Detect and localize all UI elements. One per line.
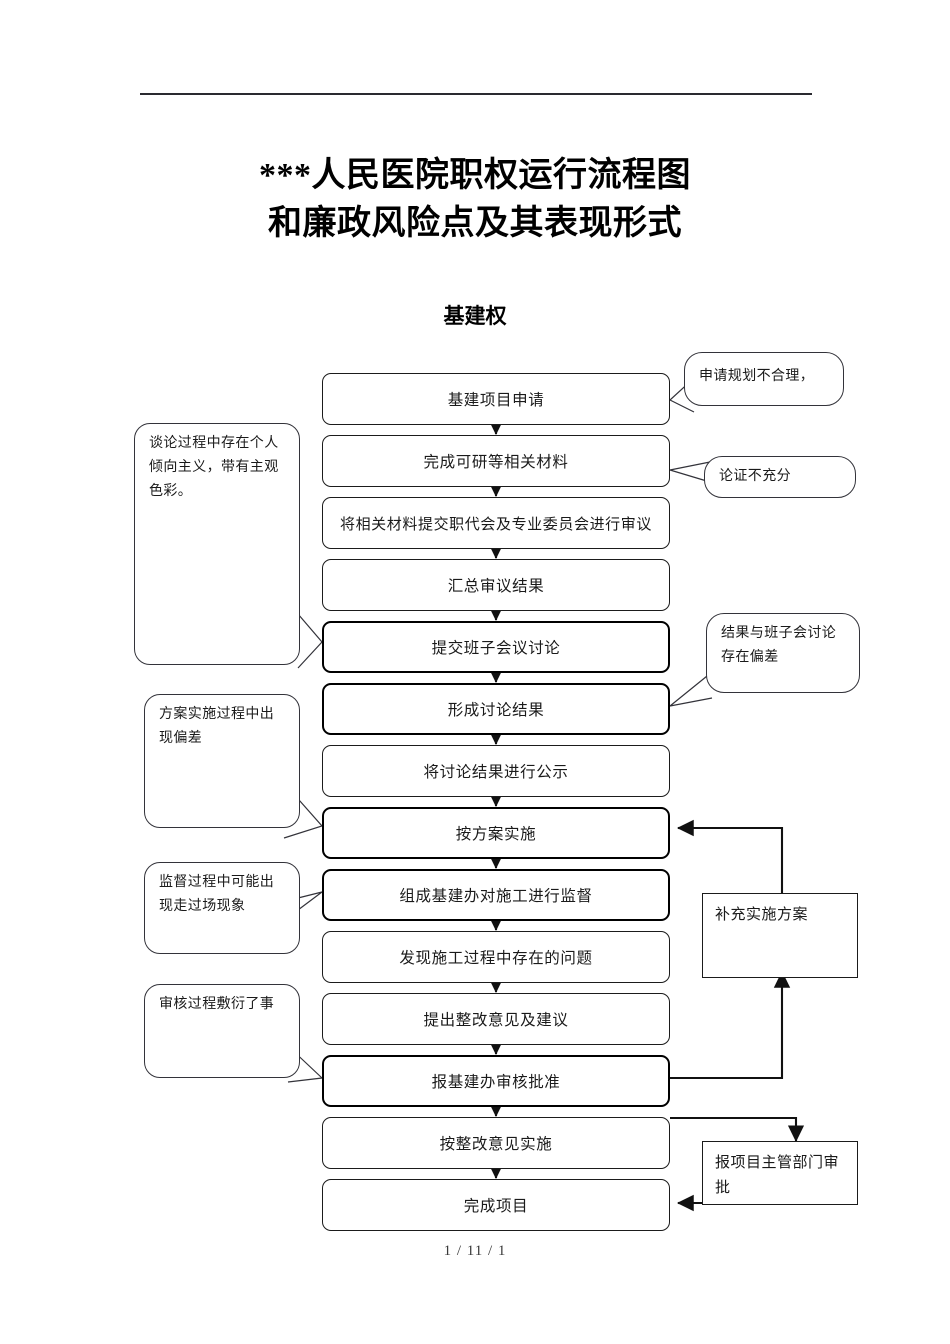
flow-step-box[interactable]: 基建项目申请 xyxy=(322,373,670,425)
page-number: 1 / 11 / 1 xyxy=(443,1243,507,1259)
section-title: 基建权 xyxy=(443,304,507,328)
flow-step-box[interactable]: 按整改意见实施 xyxy=(322,1117,670,1169)
risk-callout-right: 结果与班子会讨论存在偏差 xyxy=(706,613,860,693)
risk-callout-left: 审核过程敷衍了事 xyxy=(144,984,300,1078)
flow-step-box[interactable]: 发现施工过程中存在的问题 xyxy=(322,931,670,983)
page-title: ***人民医院职权运行流程图 和廉政风险点及其表现形式 xyxy=(259,157,691,243)
flow-step-box[interactable]: 将讨论结果进行公示 xyxy=(322,745,670,797)
flow-step-box[interactable]: 汇总审议结果 xyxy=(322,559,670,611)
flow-step-box[interactable]: 形成讨论结果 xyxy=(322,683,670,735)
risk-callout-left: 监督过程中可能出现走过场现象 xyxy=(144,862,300,954)
risk-callout-right: 论证不充分 xyxy=(704,456,856,498)
risk-callout-right: 申请规划不合理， xyxy=(684,352,844,406)
risk-callout-left: 谈论过程中存在个人倾向主义，带有主观色彩。 xyxy=(134,423,300,665)
flow-step-box[interactable]: 完成项目 xyxy=(322,1179,670,1231)
flow-step-box[interactable]: 将相关材料提交职代会及专业委员会进行审议 xyxy=(322,497,670,549)
flow-step-box[interactable]: 完成可研等相关材料 xyxy=(322,435,670,487)
flow-step-box[interactable]: 组成基建办对施工进行监督 xyxy=(322,869,670,921)
flow-step-box[interactable]: 提交班子会议讨论 xyxy=(322,621,670,673)
risk-callout-left: 方案实施过程中出现偏差 xyxy=(144,694,300,828)
flow-step-box[interactable]: 报基建办审核批准 xyxy=(322,1055,670,1107)
supplementary-plan-box[interactable]: 补充实施方案 xyxy=(702,893,858,978)
flow-step-box[interactable]: 提出整改意见及建议 xyxy=(322,993,670,1045)
flow-step-box[interactable]: 按方案实施 xyxy=(322,807,670,859)
authority-approval-box[interactable]: 报项目主管部门审批 xyxy=(702,1141,858,1205)
header-rule xyxy=(140,93,812,95)
